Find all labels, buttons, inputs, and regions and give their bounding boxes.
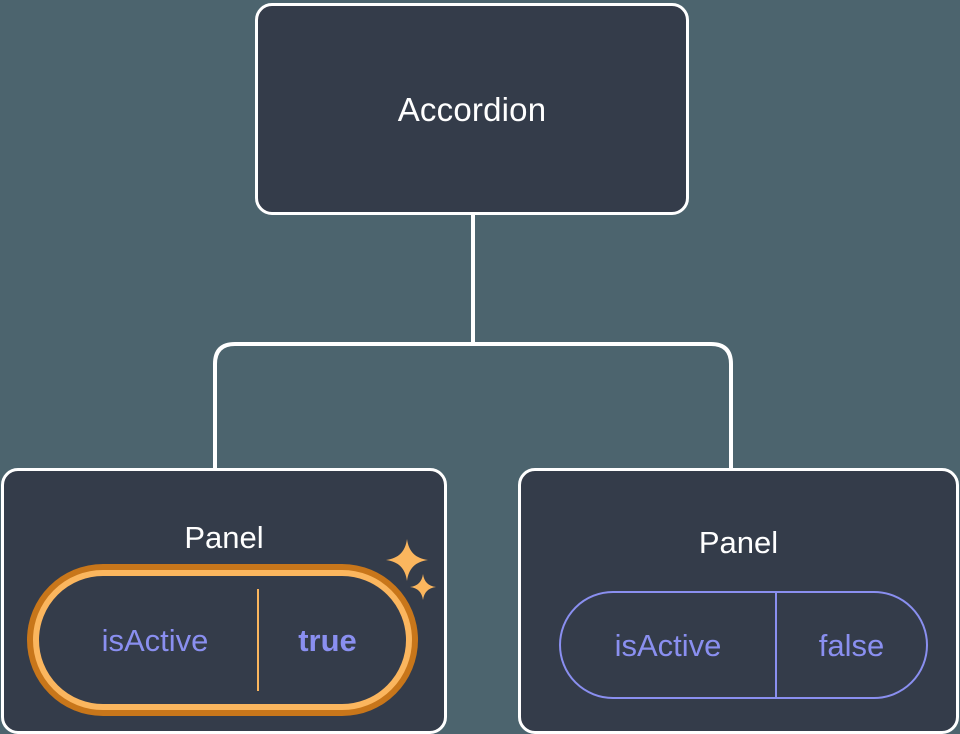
prop-divider — [257, 589, 259, 691]
prop-value: false — [818, 627, 885, 663]
node-accordion[interactable]: Accordion — [255, 3, 689, 215]
node-panel-right-title: Panel — [698, 525, 779, 560]
node-accordion-title: Accordion — [397, 90, 547, 128]
prop-pill-isactive-true[interactable]: isActive true — [33, 570, 412, 710]
connector-branch-bus — [213, 342, 733, 470]
prop-key: isActive — [614, 627, 722, 663]
prop-pill-isactive-false[interactable]: isActive false — [559, 591, 928, 699]
prop-value: true — [298, 622, 357, 658]
prop-key: isActive — [101, 622, 209, 658]
prop-divider — [775, 593, 777, 697]
node-panel-left-title: Panel — [184, 520, 264, 555]
node-panel-right[interactable]: Panel isActive false — [518, 468, 959, 734]
